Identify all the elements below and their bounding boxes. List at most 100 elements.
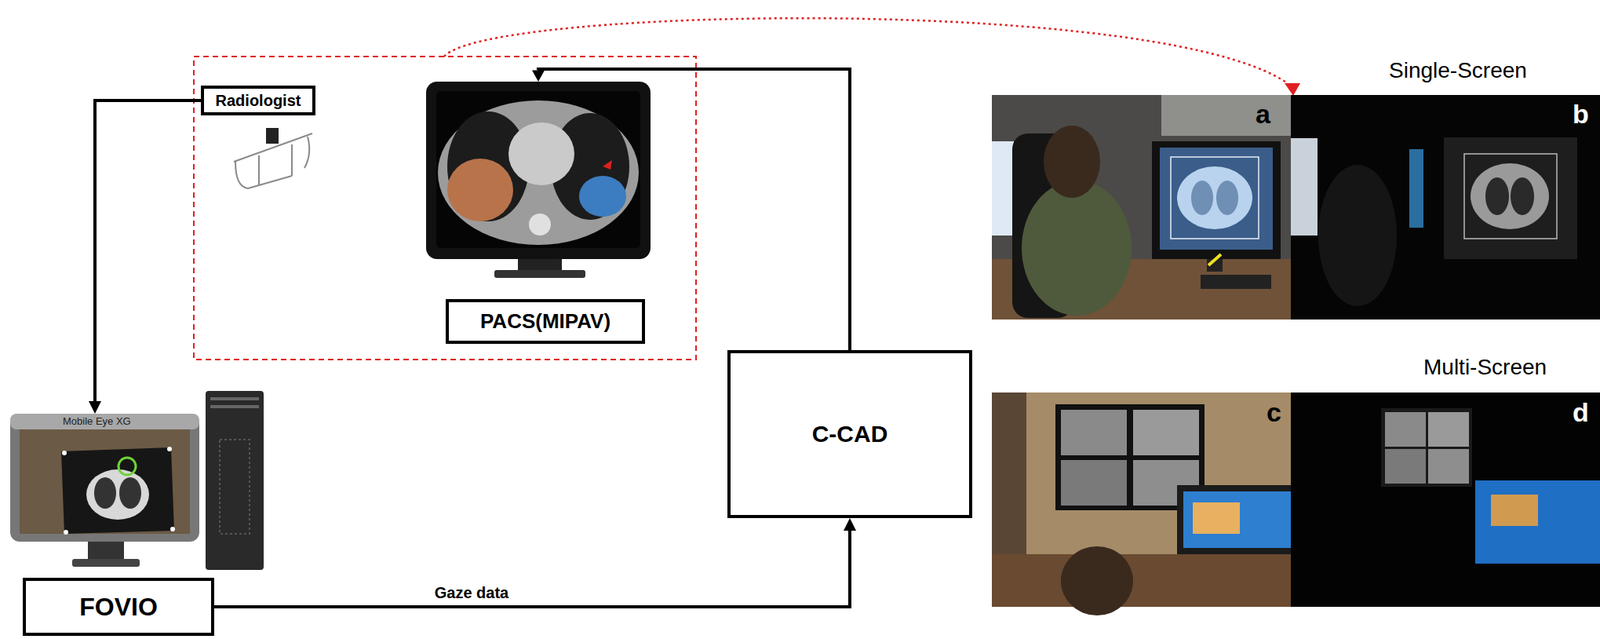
- region-outline: [193, 56, 697, 360]
- photo: [991, 141, 1014, 236]
- fovio-monitor: [63, 529, 69, 535]
- photo: [1060, 409, 1127, 456]
- photo: [1060, 459, 1127, 506]
- fovio-monitor: [87, 541, 124, 559]
- eye-tracker-icon: [235, 161, 248, 189]
- photo: [1177, 484, 1291, 554]
- fovio-monitor: [118, 457, 136, 475]
- photo: [991, 94, 1291, 320]
- photo: [991, 392, 1291, 616]
- computer-tower: [210, 404, 259, 409]
- photo: [1208, 254, 1221, 266]
- section-label: Multi-Screen: [1423, 354, 1547, 380]
- ct-monitor: [447, 158, 514, 222]
- arrow-head: [843, 517, 857, 531]
- photo: [1159, 147, 1273, 250]
- connector-line: [94, 100, 201, 401]
- tracker-node: FOVIO: [10, 413, 215, 636]
- label-box: C-CAD: [727, 349, 973, 518]
- region-outline: [193, 56, 697, 360]
- computer-tower: [205, 390, 264, 570]
- photo: [1428, 448, 1469, 484]
- fovio-monitor: [10, 413, 200, 567]
- photo: [1475, 480, 1600, 564]
- eye-tracker-icon: [247, 175, 292, 189]
- photo: [1384, 411, 1426, 447]
- photo: [1290, 392, 1600, 607]
- node-label: FOVIO: [79, 592, 158, 622]
- dotted-arrow: [444, 18, 1292, 87]
- photo: [1428, 411, 1469, 447]
- label-box: Radiologist: [200, 85, 316, 116]
- photo: [1485, 177, 1509, 216]
- node-label: PACS(MIPAV): [480, 309, 611, 334]
- photo: [1043, 125, 1101, 198]
- eye-tracker-icon: [233, 128, 313, 189]
- arrow-head: [88, 400, 102, 414]
- photo: [1470, 163, 1549, 230]
- label-box: PACS(MIPAV): [445, 298, 646, 344]
- photo: [991, 553, 1291, 607]
- ct-monitor: [426, 81, 651, 259]
- fovio-monitor: [119, 477, 142, 509]
- photo: [1021, 180, 1132, 316]
- photo: [1290, 94, 1600, 320]
- photo: [1177, 166, 1253, 230]
- photo: [1381, 408, 1473, 487]
- photo: [991, 94, 1291, 320]
- fovio-monitor: [94, 477, 117, 509]
- fovio-monitor: [61, 447, 175, 534]
- fovio-monitor: [10, 413, 200, 430]
- panel-letter: d: [1572, 397, 1590, 428]
- connector: [88, 100, 201, 414]
- ct-monitor: [579, 175, 627, 217]
- connector: [214, 517, 857, 607]
- node-label: C-CAD: [812, 420, 889, 448]
- fovio-monitor: [10, 413, 200, 542]
- arrow-head: [532, 70, 545, 82]
- label-box: FOVIO: [22, 577, 215, 636]
- photo: [1161, 94, 1291, 136]
- panel-letter: c: [1266, 397, 1282, 428]
- ct-monitor: [517, 258, 562, 270]
- device-label: Mobile Eye XG: [62, 415, 132, 427]
- photo: [1384, 448, 1426, 484]
- fovio-monitor: [61, 450, 67, 456]
- eye-tracker-icon: [266, 128, 278, 143]
- eye-tracker-icon: [291, 144, 293, 176]
- photo: [1170, 156, 1259, 239]
- photo: [991, 392, 1291, 607]
- computer-tower: [210, 397, 259, 401]
- eye-tracker-icon: [258, 155, 260, 186]
- dotted-arrow: [1284, 83, 1301, 96]
- photo: [1060, 546, 1134, 616]
- computer-tower: [205, 390, 264, 570]
- photo: [1443, 137, 1578, 259]
- photo: [1290, 94, 1600, 320]
- photo: [1510, 177, 1535, 216]
- photo: [1133, 409, 1200, 456]
- ct-monitor: [508, 122, 575, 186]
- ct-monitor: [426, 81, 651, 278]
- process-box: C-CAD: [727, 349, 973, 518]
- ct-monitor: [437, 100, 639, 245]
- fovio-monitor: [167, 446, 172, 452]
- fovio-monitor: [72, 558, 140, 567]
- photo: [1192, 502, 1240, 534]
- photo: [1151, 141, 1281, 259]
- photo: [1216, 180, 1239, 216]
- fovio-monitor: [86, 469, 150, 520]
- photo: [1191, 180, 1214, 216]
- eye-tracker-icon: [304, 136, 310, 168]
- ct-monitor: [528, 213, 551, 236]
- section-label: Single-Screen: [1388, 58, 1528, 84]
- photo: [1490, 494, 1539, 526]
- panel-letter: a: [1255, 98, 1271, 130]
- photo: [1200, 274, 1272, 289]
- photo: [1464, 153, 1557, 239]
- ct-monitor: [436, 91, 641, 248]
- photo: [1290, 392, 1600, 607]
- pacs-node: PACS(MIPAV): [426, 81, 651, 344]
- fovio-monitor: [170, 526, 175, 532]
